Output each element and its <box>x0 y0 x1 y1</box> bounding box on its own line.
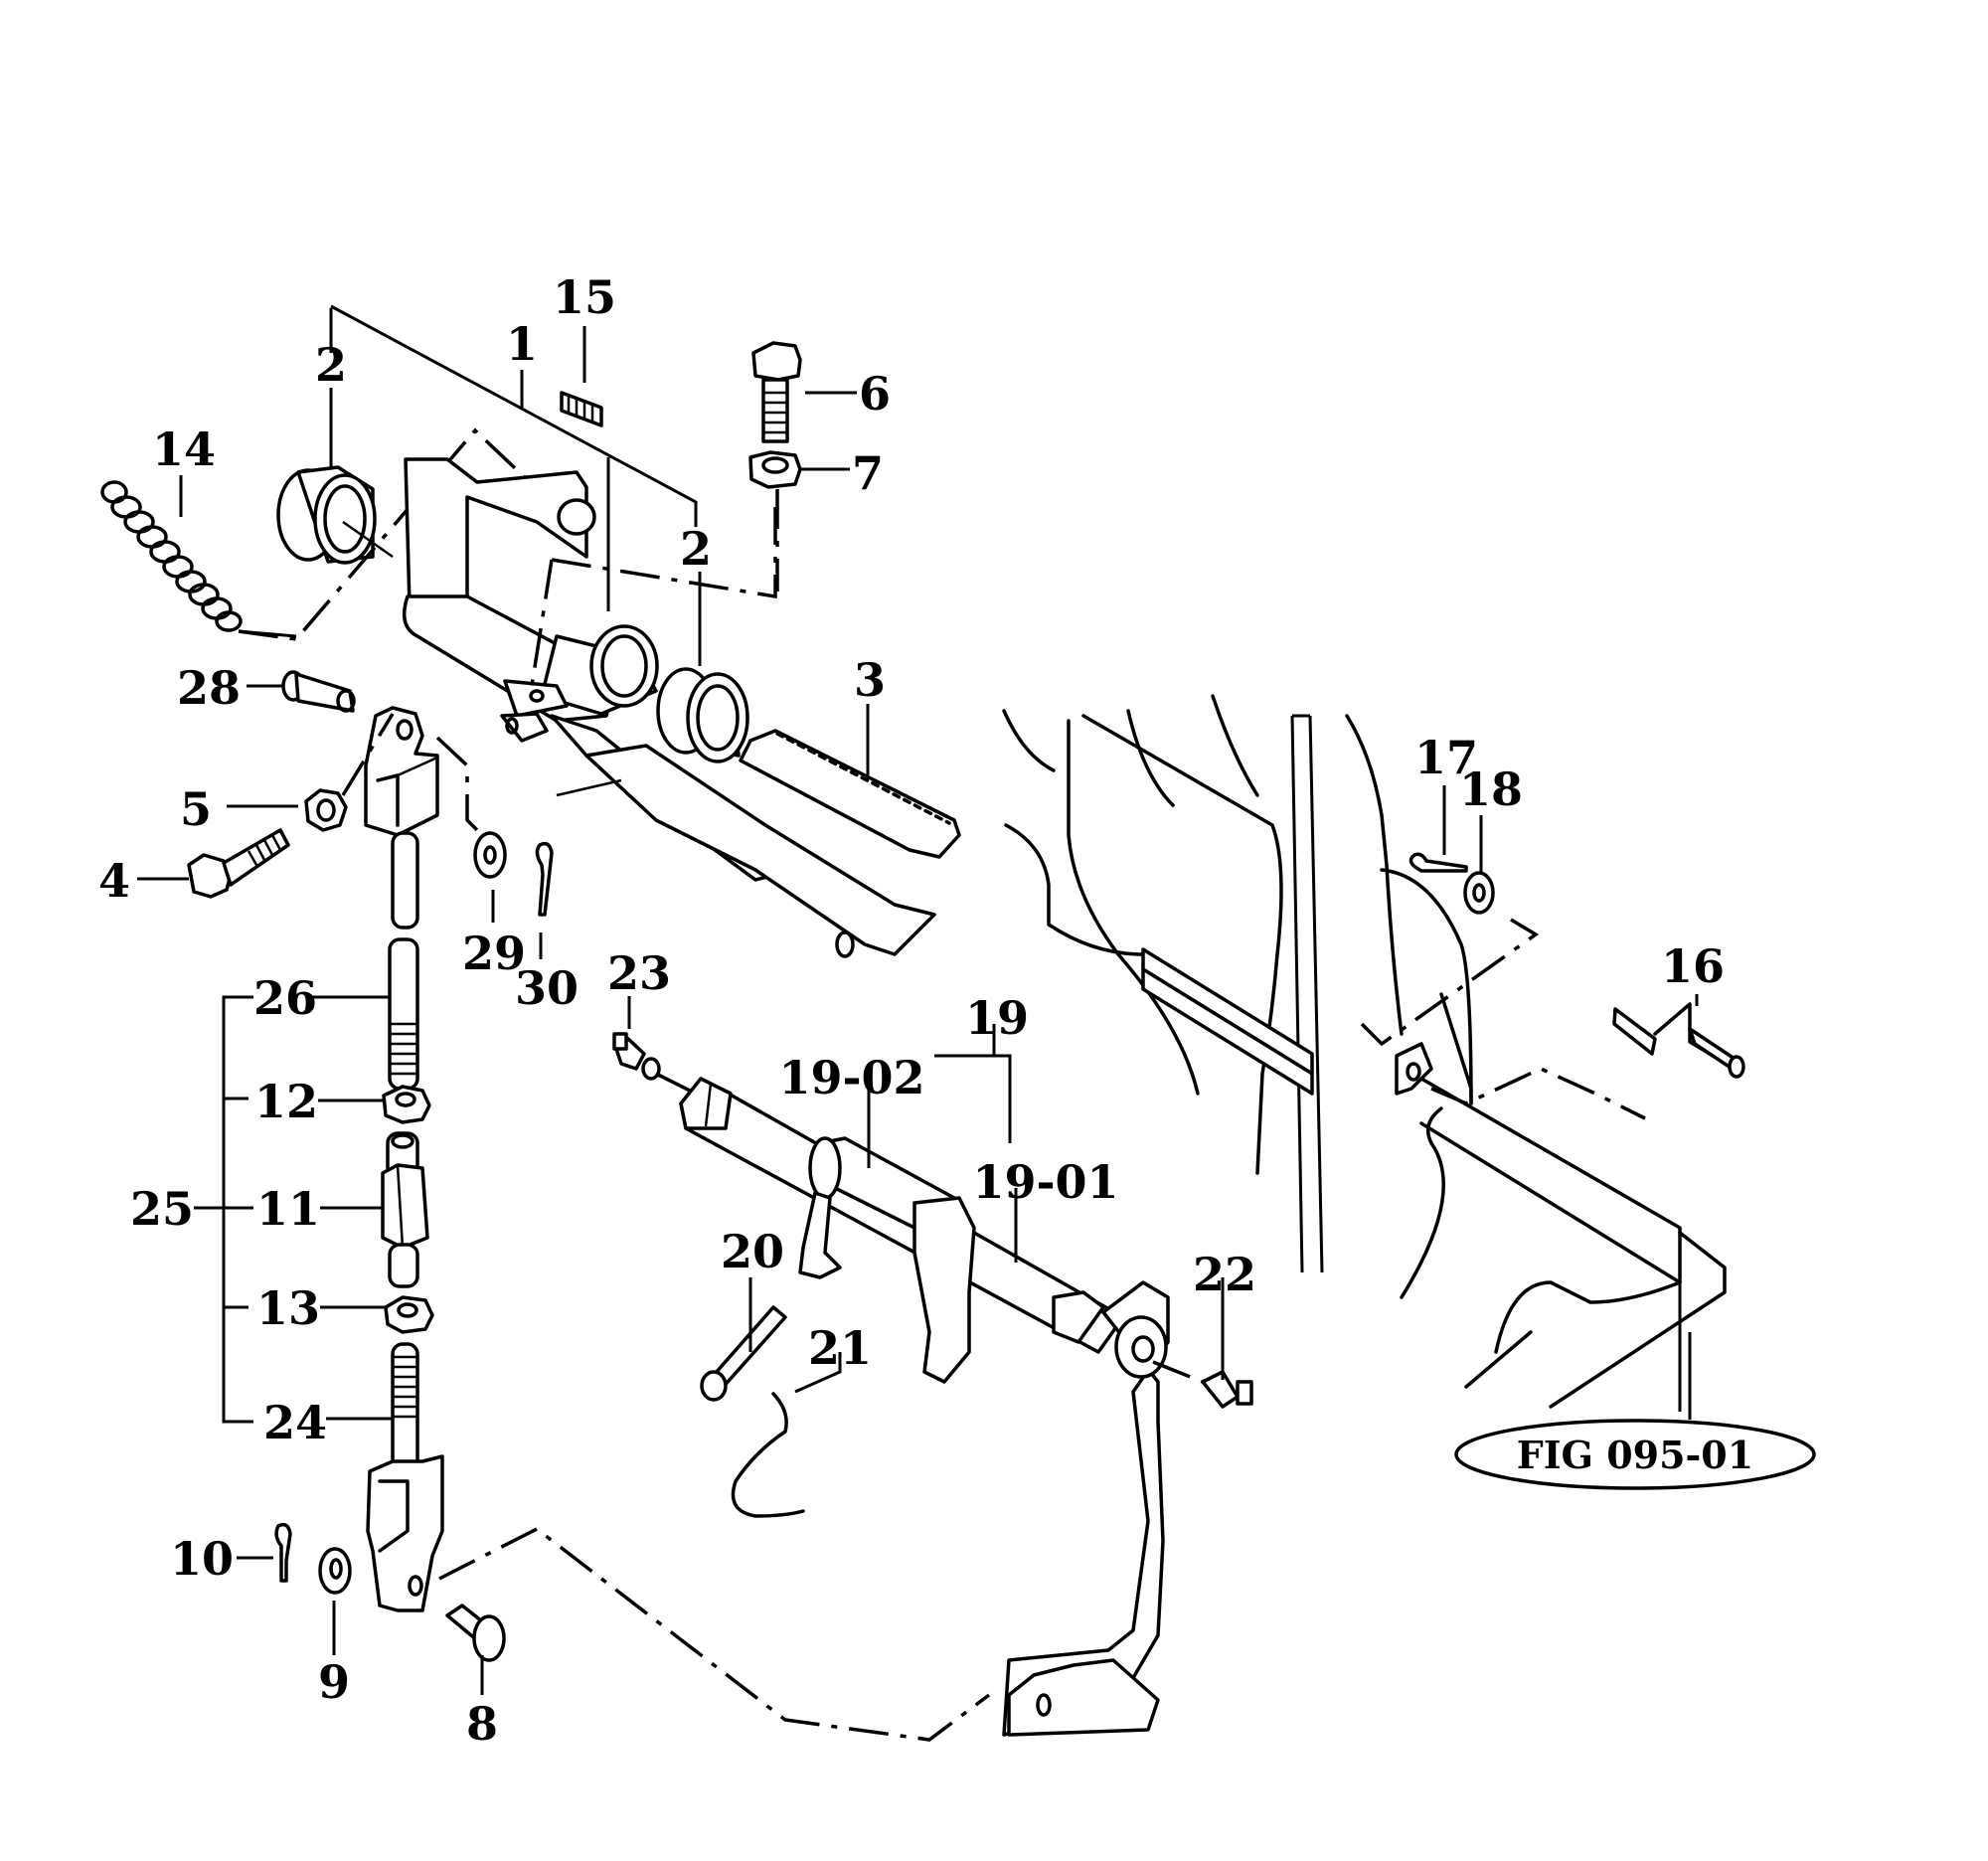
figure-reference-badge: FIG 095-01 <box>1454 1332 1816 1490</box>
washer-18 <box>1463 871 1495 915</box>
callout-21: 21 <box>808 1321 872 1375</box>
lower-clevis-hardware <box>237 1522 991 1742</box>
return-spring <box>100 475 297 638</box>
pivot-pin <box>247 670 356 713</box>
hex-nut-5 <box>304 788 348 832</box>
callout-23: 23 <box>607 946 671 1000</box>
set-screw <box>560 326 603 427</box>
frame-bracket <box>1395 1042 1433 1096</box>
callout-1: 1 <box>506 317 538 371</box>
callout-26: 26 <box>253 971 317 1025</box>
bushing-right <box>656 667 749 763</box>
callout-5: 5 <box>180 782 212 836</box>
callout-2a: 2 <box>315 338 347 392</box>
callout-4: 4 <box>98 854 130 908</box>
cross-shaft-group <box>612 996 1253 1737</box>
frame-hardware <box>1408 785 1745 1079</box>
callout-3: 3 <box>854 653 886 707</box>
bushing-path <box>551 507 777 599</box>
pedal-arm <box>402 457 936 958</box>
callout-labels: 1 2 2 3 4 5 6 7 8 9 10 11 12 13 14 15 16… <box>98 270 1725 1751</box>
cotter-pin-17 <box>1408 852 1468 873</box>
cotter-pin-30 <box>535 841 554 917</box>
callout-29: 29 <box>462 927 526 980</box>
callout-16: 16 <box>1661 939 1725 993</box>
callout-19-01: 19-01 <box>972 1155 1118 1209</box>
clevis-rod-group <box>364 706 444 1612</box>
grease-fitting-22 <box>1152 1277 1253 1409</box>
callout-6: 6 <box>859 367 891 421</box>
callout-25-bracket <box>194 995 393 1424</box>
hex-nut <box>748 450 802 489</box>
retaining-wire-21 <box>731 1392 805 1518</box>
washer-pin-group <box>435 736 554 959</box>
bolt-nut-group <box>748 341 857 592</box>
callout-18: 18 <box>1459 762 1523 816</box>
clevis-bolt-group <box>137 713 395 899</box>
washer-9 <box>318 1547 352 1595</box>
callout-12: 12 <box>254 1075 318 1128</box>
tractor-frame-group <box>1002 694 1727 1412</box>
callout-2b: 2 <box>680 522 712 576</box>
callout-25: 25 <box>130 1182 194 1236</box>
z-pin-16 <box>1612 1007 1657 1056</box>
callout-24: 24 <box>263 1396 327 1449</box>
pivot-bolt-path <box>530 559 554 687</box>
callout-13: 13 <box>256 1281 320 1335</box>
shift-fork <box>912 1196 976 1384</box>
callout-1-bracket-top <box>330 304 698 527</box>
pedal-assembly-group <box>100 304 961 958</box>
callout-19-bracket <box>934 1054 1012 1143</box>
callout-19-02: 19-02 <box>778 1051 924 1104</box>
turnbuckle <box>381 1131 429 1288</box>
callout-8: 8 <box>466 1697 498 1751</box>
grease-fitting-23 <box>612 996 697 1096</box>
upper-clevis <box>364 706 439 837</box>
spring-assembly-path <box>238 427 569 641</box>
callout-7: 7 <box>852 446 884 500</box>
callout-10: 10 <box>170 1532 234 1586</box>
callout-15: 15 <box>553 270 616 324</box>
pedal-pad-on-frame <box>1141 947 1314 1076</box>
callout-22: 22 <box>1193 1248 1256 1301</box>
callout-28: 28 <box>177 661 241 715</box>
rod-26 <box>388 937 419 1091</box>
callout-21-leader <box>794 1352 842 1394</box>
callout-20: 20 <box>721 1225 784 1278</box>
cotter-pin-10 <box>274 1522 292 1583</box>
linkage-path <box>438 1526 991 1742</box>
callout-30: 30 <box>515 961 579 1015</box>
callout-14: 14 <box>152 423 216 476</box>
bushing-left <box>276 465 394 565</box>
callout-11: 11 <box>256 1182 320 1236</box>
callout-17: 17 <box>1414 731 1478 784</box>
pedal-pad <box>739 704 961 859</box>
washer-29 <box>473 831 507 879</box>
figure-reference-text: FIG 095-01 <box>1517 1433 1753 1477</box>
hex-bolt <box>751 341 802 382</box>
callout-9: 9 <box>318 1655 350 1709</box>
callout-19: 19 <box>965 991 1029 1045</box>
figure-reference-oval <box>1454 1419 1816 1490</box>
